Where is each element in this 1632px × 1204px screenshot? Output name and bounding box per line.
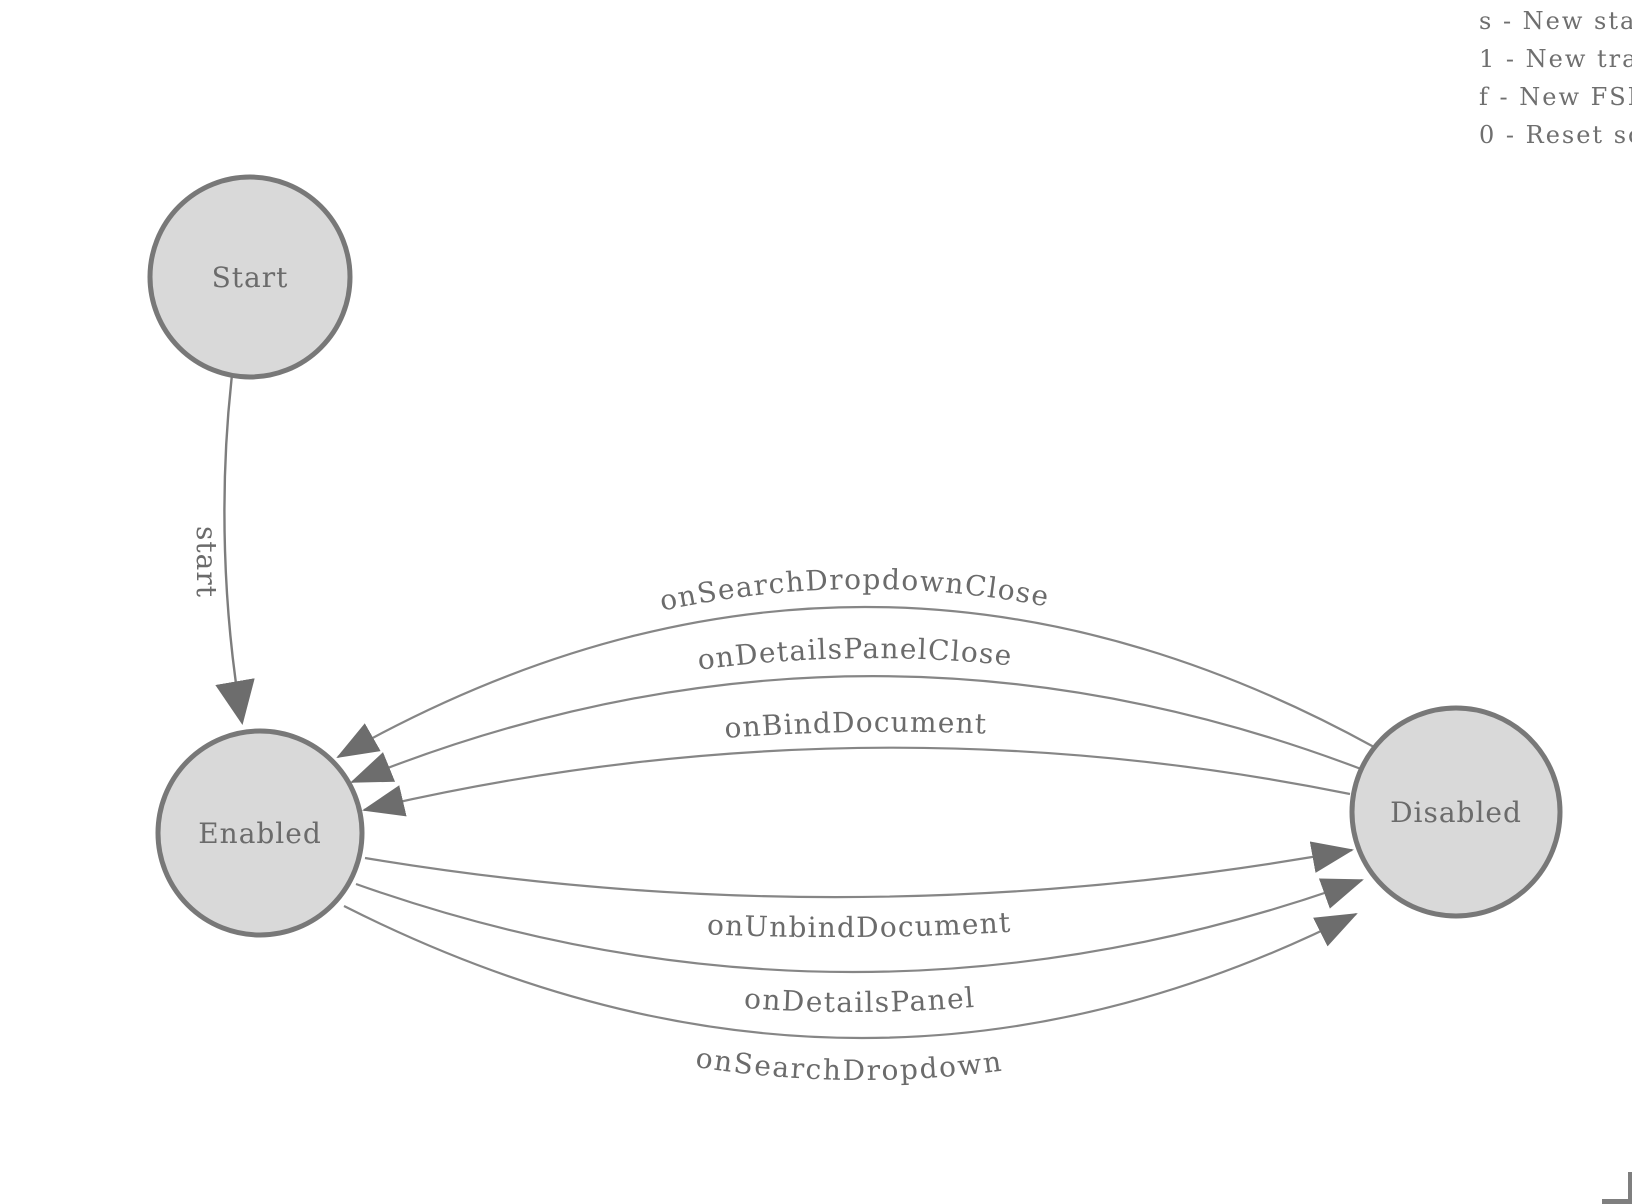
state-circle-start[interactable] [147, 174, 353, 380]
transition-edge-onBindDocument[interactable] [362, 746, 1351, 817]
shortcut-legend-line: 1 - New transition [1479, 45, 1632, 73]
state-label-enabled: Enabled [198, 817, 322, 850]
transition-label: onSearchDropdown [694, 1041, 1004, 1087]
transition-label-text: onSearchDropdownClose [657, 563, 1052, 618]
state-label-disabled: Disabled [1390, 796, 1522, 829]
transition-label: onBindDocument [723, 706, 987, 745]
shortcut-legend-line: f - New FSM [1479, 83, 1632, 111]
frame-corner-horizontal [1602, 1199, 1632, 1204]
state-circle-enabled[interactable] [155, 728, 365, 938]
transition-edge-onDetailsPanelClose[interactable] [350, 675, 1362, 784]
transition-label: onDetailsPanel [743, 981, 976, 1019]
shortcut-legend-line: s - New state [1479, 7, 1632, 35]
state-label-start: Start [212, 261, 289, 294]
transition-label: onSearchDropdownClose [657, 563, 1052, 618]
state-circle-disabled[interactable] [1349, 705, 1563, 919]
state-node-disabled[interactable]: Disabled [1349, 705, 1563, 919]
transition-label-text: onDetailsPanelClose [696, 632, 1014, 677]
transition-label-text: onBindDocument [723, 706, 987, 745]
state-node-start[interactable]: Start [147, 174, 353, 380]
transition-edge-start[interactable] [215, 374, 255, 725]
transition-label-start: start [190, 526, 223, 598]
transition-edge-onDetailsPanel[interactable] [355, 878, 1364, 974]
transition-edge-onSearchDropdown[interactable] [343, 905, 1358, 1040]
transition-edge-onUnbindDocument[interactable] [364, 841, 1354, 899]
shortcut-legend: s - New state 1 - New transition f - New… [1479, 2, 1632, 154]
shortcut-legend-line: 0 - Reset scale [1479, 121, 1632, 149]
transition-edge-onSearchDropdownClose[interactable] [336, 605, 1375, 758]
frame-corner-vertical [1628, 1172, 1632, 1204]
state-node-enabled[interactable]: Enabled [155, 728, 365, 938]
transition-label-text: onSearchDropdown [694, 1041, 1004, 1087]
transition-label: onUnbindDocument [706, 906, 1012, 944]
transition-label-text: onDetailsPanel [743, 981, 976, 1019]
transition-label: onDetailsPanelClose [696, 632, 1014, 677]
transition-label-text: onUnbindDocument [706, 906, 1012, 944]
frame-corner-bracket [1602, 1172, 1632, 1204]
